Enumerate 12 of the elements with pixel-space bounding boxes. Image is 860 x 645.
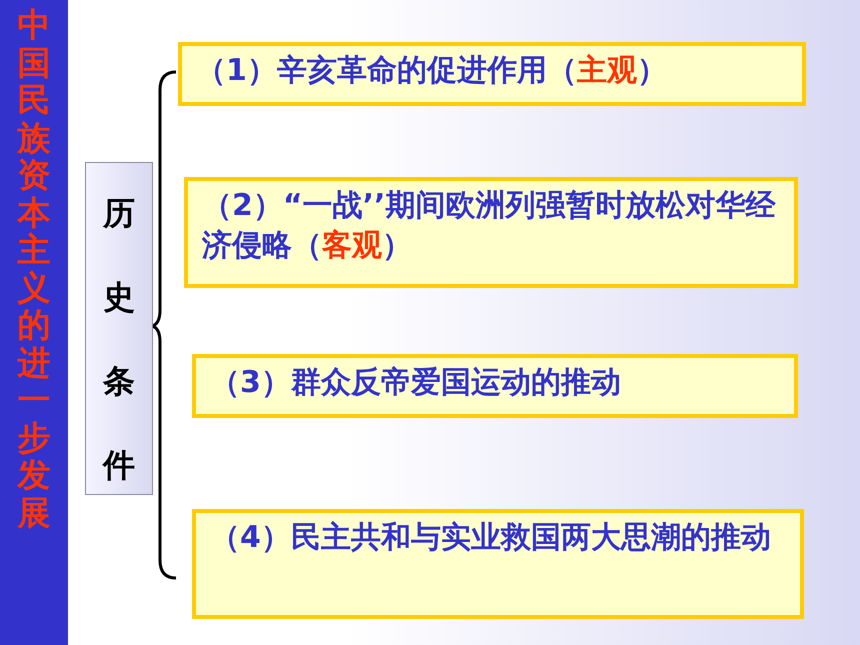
condition-text: （3）群众反帝爱国运动的推动 [209,364,622,402]
condition-text: （4）民主共和与实业救国两大思潮的推动 [209,519,772,557]
title-band [0,0,68,645]
condition-text: （1）辛亥革命的促进作用（主观） [195,52,668,90]
condition-box [192,509,804,619]
category-label: 历史条件 [101,193,136,486]
category-box [85,162,153,495]
condition-box [178,42,806,106]
condition-box [192,354,798,418]
condition-text: （2）“一战’’期间欧洲列强暂时放松对华经济侵略（客观） [200,187,776,265]
condition-box [184,177,798,288]
title-text: 中国民族资本主义的进一步发展 [16,6,52,531]
